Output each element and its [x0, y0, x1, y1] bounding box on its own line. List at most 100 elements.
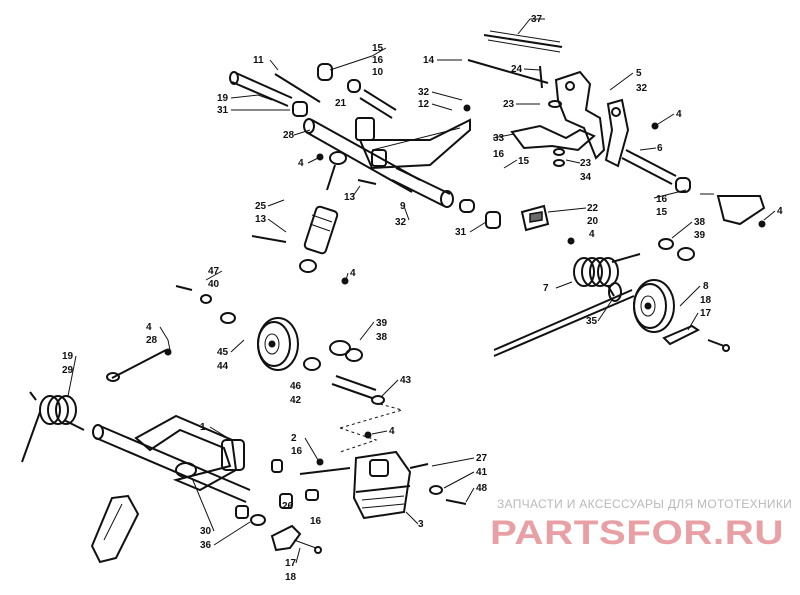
callout-label: 43 [400, 375, 412, 386]
callout-label: 17 [700, 308, 712, 319]
callout-label: 16 [291, 446, 303, 457]
callout-label: 23 [503, 99, 515, 110]
plate [520, 204, 550, 232]
callout-label: 26 [282, 501, 294, 512]
watermark-logo-text: PARTSFOR.RU [490, 514, 784, 552]
callout-label: 19 [62, 351, 74, 362]
callout-label: 32 [636, 83, 648, 94]
bushing [292, 101, 308, 117]
shock-absorber [299, 151, 347, 273]
callout-label: 35 [586, 316, 598, 327]
callout-label: 12 [418, 99, 430, 110]
callout-label: 29 [62, 365, 74, 376]
callout-label: 15 [518, 156, 530, 167]
callout-label: 27 [476, 453, 488, 464]
callout-label: 41 [476, 467, 488, 478]
callout-label: 31 [217, 105, 229, 116]
callout-label: 23 [580, 158, 592, 169]
callout-label: 39 [694, 230, 706, 241]
watermark-caption: ЗАПЧАСТИ И АКСЕССУАРЫ ДЛЯ МОТОТЕХНИКИ [497, 497, 793, 511]
callout-label: 19 [217, 93, 229, 104]
callout-label: 30 [200, 526, 212, 537]
watermark-logo: PARTSFOR.RU [490, 514, 784, 552]
leader-lines [67, 18, 776, 564]
side-bracket [716, 195, 766, 226]
middle-assembly [106, 238, 730, 429]
torsion-spring [573, 253, 641, 297]
callout-label: 38 [694, 217, 706, 228]
callout-label: 32 [395, 217, 407, 228]
callout-label: 4 [389, 426, 395, 437]
callout-label: 45 [217, 347, 229, 358]
callout-label: 4 [589, 229, 595, 240]
track-clip [90, 494, 140, 564]
callout-label: 39 [376, 318, 388, 329]
callout-label: 15 [656, 207, 668, 218]
callout-label: 5 [636, 68, 642, 79]
spacer [317, 63, 333, 81]
callout-label: 42 [290, 395, 302, 406]
spacer [347, 79, 361, 93]
callout-label: 33 [493, 133, 505, 144]
callout-label: 4 [350, 268, 356, 279]
lower-assembly [21, 391, 467, 564]
rod [231, 72, 293, 107]
callout-label: 44 [217, 361, 229, 372]
link-arm [510, 124, 596, 152]
callout-label: 13 [255, 214, 267, 225]
callout-label: 9 [400, 201, 406, 212]
lower-bracket [270, 524, 302, 552]
callout-label: 3 [418, 519, 424, 530]
long-bolt [483, 34, 563, 48]
callout-label: 47 [208, 266, 220, 277]
callout-label: 24 [511, 64, 523, 75]
callout-label: 7 [543, 283, 549, 294]
callout-label: 40 [208, 279, 220, 290]
callout-label: 17 [285, 558, 297, 569]
callout-label: 46 [290, 381, 302, 392]
callout-label: 28 [146, 335, 158, 346]
callout-label: 11 [253, 55, 264, 66]
callout-label: 10 [372, 67, 384, 78]
callout-label: 38 [376, 332, 388, 343]
small-bracket [662, 324, 700, 346]
callout-label: 8 [703, 281, 709, 292]
callout-label: 4 [298, 158, 304, 169]
callout-label: 28 [283, 130, 295, 141]
callout-label: 18 [700, 295, 712, 306]
callout-label: 31 [455, 227, 467, 238]
bolt [467, 59, 549, 84]
bogie-wheel [257, 317, 299, 371]
slide-rail [352, 450, 412, 520]
lower-a-arm [134, 414, 238, 492]
callout-label: 2 [291, 433, 297, 444]
callout-label: 4 [777, 206, 783, 217]
callout-label: 16 [656, 194, 668, 205]
callout-label: 16 [493, 149, 505, 160]
callout-label: 1 [200, 422, 206, 433]
callout-label: 21 [335, 98, 347, 109]
idler-wheel [633, 279, 675, 333]
callout-label: 4 [676, 109, 682, 120]
callout-label: 13 [344, 192, 356, 203]
callout-label: 6 [657, 143, 663, 154]
callout-label: 14 [423, 55, 435, 66]
callout-label: 16 [372, 55, 384, 66]
callout-label: 32 [418, 87, 430, 98]
left-spring [21, 391, 85, 463]
callout-label: 16 [310, 516, 322, 527]
right-bracket [554, 70, 630, 168]
callout-label: 4 [146, 322, 152, 333]
callout-label: 48 [476, 483, 488, 494]
callout-label: 15 [372, 43, 384, 54]
callout-label: 34 [580, 172, 592, 183]
callout-label: 25 [255, 201, 267, 212]
upper-a-arm [358, 118, 471, 170]
callout-label: 22 [587, 203, 599, 214]
callout-labels: 37 15 16 10 11 14 24 5 32 19 31 21 32 12… [62, 14, 783, 583]
callout-label: 18 [285, 572, 297, 583]
callout-label: 20 [587, 216, 599, 227]
bushing [485, 211, 501, 229]
upper-assembly [229, 30, 766, 285]
